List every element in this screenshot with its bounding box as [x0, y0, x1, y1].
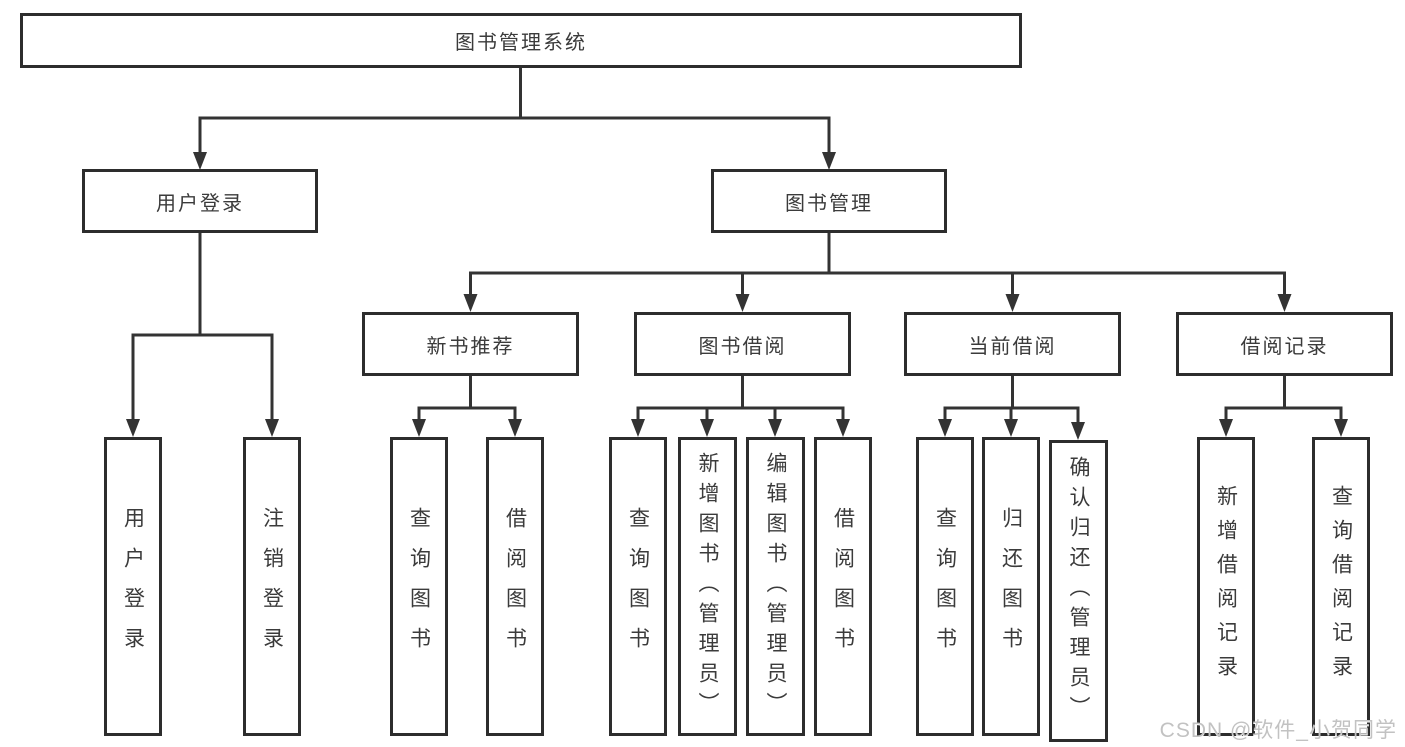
node-label: 借阅图书 — [503, 506, 527, 667]
node-label: 图书管理 — [785, 192, 873, 215]
connector-current-borrow — [938, 376, 1085, 440]
leaf-query-borrow-record: 查询借阅记录 — [1312, 437, 1370, 736]
node-library-system: 图书管理系统 — [20, 13, 1022, 68]
node-label: 用户登录 — [121, 506, 145, 667]
node-label: 新增借阅记录 — [1214, 484, 1238, 689]
node-label: 图书借阅 — [698, 335, 787, 358]
leaf-query-book-recommend: 查询图书 — [390, 437, 448, 736]
csdn-watermark: CSDN @软件_小贺同学 — [1159, 719, 1397, 742]
node-label: 查询图书 — [933, 506, 957, 667]
leaf-query-book-borrow: 查询图书 — [609, 437, 667, 736]
node-label: 确认归还（管理员） — [1067, 456, 1090, 726]
node-user-login: 用户登录 — [82, 169, 318, 233]
leaf-borrow-book: 借阅图书 — [814, 437, 872, 736]
node-label: 借阅图书 — [831, 506, 855, 667]
connector-book-borrow — [631, 376, 850, 437]
leaf-edit-book-admin: 编辑图书（管理员） — [746, 437, 805, 736]
node-label: 用户登录 — [156, 192, 244, 215]
node-label: 新增图书（管理员） — [696, 451, 719, 722]
node-label: 当前借阅 — [968, 335, 1057, 358]
node-borrow-records: 借阅记录 — [1176, 312, 1393, 376]
node-book-borrow: 图书借阅 — [634, 312, 851, 376]
leaf-logout: 注销登录 — [243, 437, 301, 736]
connector-new-book — [412, 376, 522, 437]
node-label: 查询借阅记录 — [1329, 484, 1353, 689]
node-new-book-recommend: 新书推荐 — [362, 312, 579, 376]
leaf-add-borrow-record: 新增借阅记录 — [1197, 437, 1255, 736]
node-label: 新书推荐 — [426, 335, 515, 358]
node-label: 归还图书 — [999, 506, 1023, 667]
leaf-confirm-return-admin: 确认归还（管理员） — [1049, 440, 1108, 742]
connector-borrow-records — [1219, 376, 1348, 437]
leaf-return-book: 归还图书 — [982, 437, 1040, 736]
node-book-management: 图书管理 — [711, 169, 947, 233]
leaf-query-book-current: 查询图书 — [916, 437, 974, 736]
node-label: 借阅记录 — [1240, 335, 1329, 358]
node-label: 注销登录 — [260, 506, 284, 667]
leaf-borrow-book-recommend: 借阅图书 — [486, 437, 544, 736]
connector-book-mgmt — [463, 233, 1292, 312]
node-label: 查询图书 — [407, 506, 431, 667]
node-label: 编辑图书（管理员） — [764, 451, 787, 722]
leaf-user-login: 用户登录 — [104, 437, 162, 736]
leaf-add-book-admin: 新增图书（管理员） — [678, 437, 737, 736]
node-label: 查询图书 — [626, 506, 650, 667]
node-label: 图书管理系统 — [455, 32, 587, 54]
connector-root — [193, 68, 836, 170]
node-current-borrow: 当前借阅 — [904, 312, 1121, 376]
connector-user-login — [126, 233, 279, 437]
